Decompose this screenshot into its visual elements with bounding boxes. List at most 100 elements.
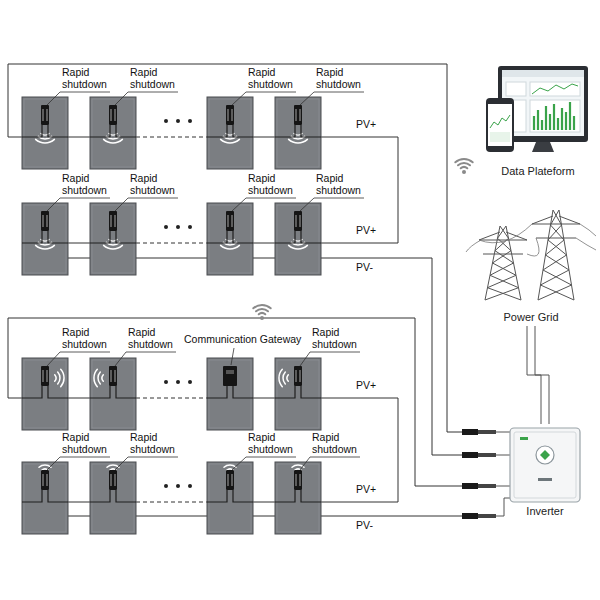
solar-panel [22,358,68,430]
device-lead [22,231,68,243]
solar-panel [275,97,321,169]
solar-panel [207,203,253,275]
wireless-arc [221,139,240,143]
wireless-dot [462,170,466,174]
string-wire [8,64,22,137]
rapid-shutdown-box [41,211,49,231]
device-lead [90,231,136,243]
leader-line [47,457,110,470]
wireless-arc [253,305,270,308]
inverter-logo [540,450,550,460]
callout-label: Rapid shutdown [316,172,366,196]
solar-panel [90,358,136,430]
leader-line [115,92,178,105]
device-detail [43,370,47,382]
device-lead [207,125,253,137]
wireless-arc [289,245,308,249]
device-wireless [289,134,308,144]
callout-label: Rapid shutdown [130,66,180,90]
device-detail [296,474,300,486]
power-line [466,224,596,256]
phone-screen [488,104,512,146]
device-wireless [36,240,55,250]
rapid-shutdown-box [41,470,49,490]
device-wireless [221,240,240,250]
wireless-arc [36,245,55,249]
solar-panel [90,203,136,275]
panel-frame [24,464,66,532]
phone-chart [490,115,510,128]
node-label: Power Grid [503,311,558,324]
solar-panel [275,462,321,534]
wireless-arc [104,139,123,143]
monitor-bar [502,70,584,77]
string-wire [8,318,22,398]
wireless-icons [253,159,472,320]
panel-frame [92,464,134,532]
series-wire-dashed [136,137,207,138]
callout-label: Rapid shutdown [248,66,298,90]
gateway-label: Communication Gateway [184,333,301,345]
panel-frame [24,99,66,167]
rapid-shutdown-box [109,366,117,386]
leader-line [300,457,360,470]
device-lead [275,125,321,137]
monitor-screen [502,70,584,136]
mc4-connector [462,513,478,519]
wireless-arc [221,245,240,249]
rapid-shutdown-box [294,105,302,125]
mc4-connector [462,452,478,458]
monitor-stand [532,142,554,152]
leader-line [47,92,110,105]
ellipsis-dot [188,119,192,123]
wireless-arc [94,369,97,386]
device-lead [275,386,321,398]
terminal-label: PV+ [356,483,376,495]
transmission-tower [532,210,580,300]
rapid-shutdown-box [109,105,117,125]
ellipsis-dot [164,484,168,488]
panel-frame [24,360,66,428]
device-lead [90,490,136,502]
screen-card [506,82,526,96]
mc4-connector [462,429,478,435]
screen-bars [534,102,574,130]
device-detail [111,474,115,486]
inverter-housing [510,428,580,502]
leader-line [300,352,360,366]
ellipsis-dot [164,119,168,123]
terminal-label: PV- [356,519,373,531]
series-wire-dashed [136,398,207,399]
callout-label: Rapid shutdown [312,326,362,350]
phone-card [490,132,510,142]
ellipsis-dot [176,380,180,384]
mc4-connector [478,484,496,488]
inverter-mark [520,437,528,440]
leader-line [115,198,178,211]
ellipsis-dot [188,380,192,384]
device-wireless [55,369,64,386]
callout-label: Rapid shutdown [62,172,112,196]
rapid-shutdown-box [109,211,117,231]
data-platform-node: Data Plateform [482,60,594,180]
wireless-arc [458,163,470,165]
terminal-label: PV- [356,261,373,273]
series-wire-dashed [136,502,207,503]
wireless-arc [461,167,468,168]
mc4-connector [478,453,496,457]
leader-line [115,352,176,366]
wireless-arc [224,465,236,467]
solar-panel [22,97,68,169]
wireless-arc [36,139,55,143]
callout-label: Rapid shutdown [62,431,112,455]
series-wire-dashed [136,243,207,244]
node-label: Inverter [526,505,563,518]
power-line-connector [527,326,549,424]
callout-label: Rapid shutdown [130,172,180,196]
inverter-mark [538,478,552,481]
wireless-arc [58,372,60,384]
panel-frame [277,205,319,273]
panel-frame [277,360,319,428]
